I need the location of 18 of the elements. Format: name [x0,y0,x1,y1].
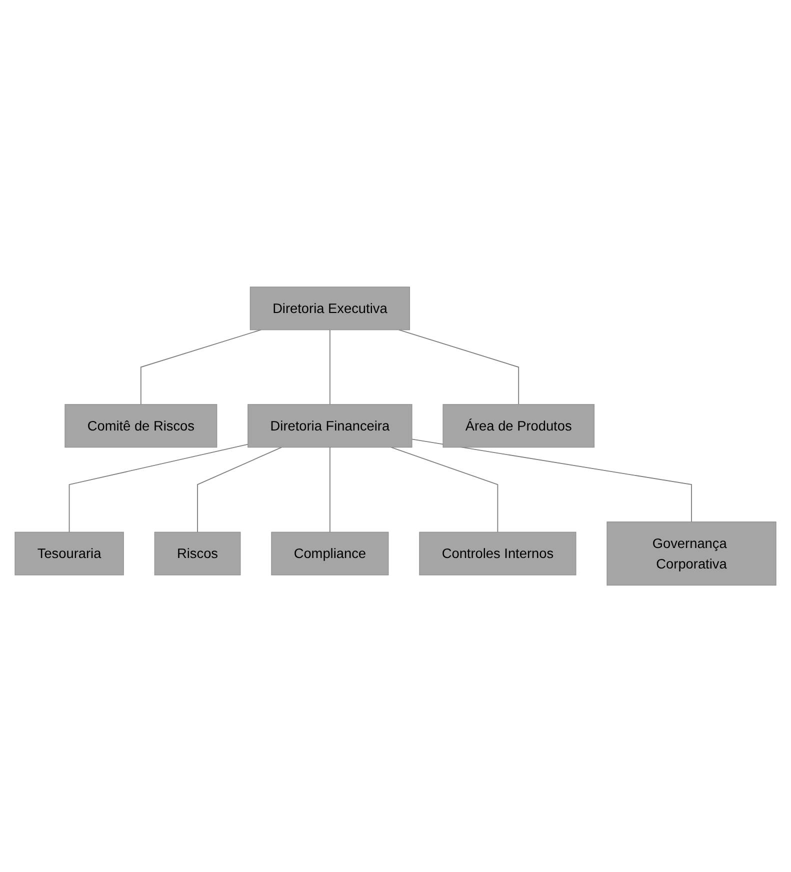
node-box [442,404,594,448]
node-box [419,532,576,576]
node-box [64,404,218,448]
node-box [154,532,241,576]
connector [329,446,330,532]
org-chart: Diretoria Executiva Comitê de Riscos Diretoria Financeira Área de Produtos Tesouraria Riscos Compliance Controles Internos Governança Corporativa [10,282,781,590]
connector [68,444,248,532]
node-box [271,532,389,576]
connector [140,329,262,405]
connector [329,329,330,405]
node-box [250,286,410,330]
connector [197,446,282,532]
connector [398,329,520,405]
node-box [248,404,412,448]
node-box [606,521,776,586]
connector [390,446,498,532]
node-box [14,532,124,576]
connector [411,438,692,522]
